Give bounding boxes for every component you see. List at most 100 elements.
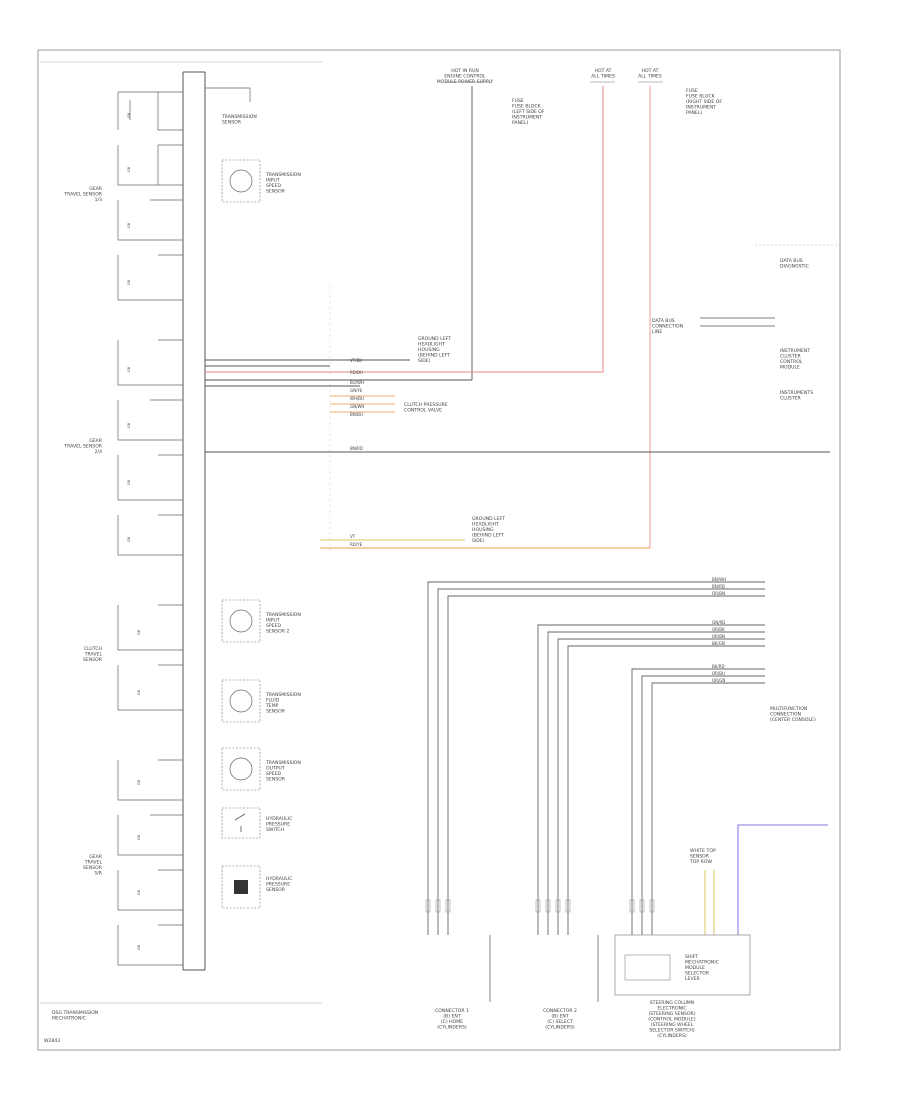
svg-text:G8: G8 bbox=[137, 834, 141, 840]
bus-wire-label: OR/GN bbox=[712, 678, 725, 683]
svg-text:G8: G8 bbox=[127, 166, 131, 172]
svg-text:G8: G8 bbox=[127, 222, 131, 228]
svg-text:G8: G8 bbox=[127, 422, 131, 428]
bus-wire bbox=[557, 638, 765, 935]
bus-wire-label: BK/RD bbox=[712, 664, 725, 669]
svg-text:G8: G8 bbox=[137, 629, 141, 635]
bus-wire bbox=[651, 682, 765, 935]
bus-wire bbox=[641, 675, 765, 935]
bus-wire-connector bbox=[445, 899, 451, 913]
wire-label-0: VT/BK bbox=[350, 358, 362, 363]
bus-wire-connector bbox=[535, 899, 541, 913]
wire-label-5: GN/WH bbox=[350, 404, 364, 409]
bus-wire-connector bbox=[545, 899, 551, 913]
feed-wires bbox=[205, 86, 651, 549]
bus-wire bbox=[631, 668, 765, 935]
bus-wire-label: OR/BK bbox=[712, 627, 725, 632]
diagram-border bbox=[37, 49, 841, 1051]
wire-labels: VT/BK RD/BU BU/WH GN/YE WH/BU GN/WH BN/B… bbox=[350, 358, 364, 547]
bottom-connector-labels: CONNECTOR 1(B) ENT(C) HOME(CYLINDERS) CO… bbox=[435, 935, 696, 1039]
svg-text:G8: G8 bbox=[127, 279, 131, 285]
wire-label-8: VT bbox=[350, 534, 356, 539]
svg-text:G8: G8 bbox=[137, 779, 141, 785]
wire-label-7: BN/RD bbox=[350, 446, 363, 451]
bus-wire-label: BN/WH bbox=[712, 577, 726, 582]
bus-wire-connector bbox=[435, 899, 441, 913]
bus-wire bbox=[447, 595, 765, 935]
mechatronic-housing bbox=[40, 61, 322, 1004]
bus-wire bbox=[547, 631, 765, 935]
bus-wire-label: GN/RD bbox=[712, 620, 725, 625]
svg-text:G8: G8 bbox=[137, 944, 141, 950]
violet-wire bbox=[737, 824, 828, 935]
bus-wire-label: OR/BU bbox=[712, 671, 725, 676]
bus-wire-connector bbox=[629, 899, 635, 913]
svg-text:G8: G8 bbox=[137, 889, 141, 895]
selector-module-box bbox=[614, 934, 751, 996]
wire-label-2: BU/WH bbox=[350, 380, 364, 385]
ladder-tick-labels: G8 G8 G8 G8 G8 G8 G8 G8 G8 G8 G8 G8 G8 G… bbox=[127, 112, 141, 950]
bus-wire-connector bbox=[425, 899, 431, 913]
bus-wire bbox=[437, 588, 765, 935]
wire-label-9: RD/YE bbox=[350, 542, 363, 547]
bus-wire bbox=[567, 645, 765, 935]
bus-wire-label: OR/BN bbox=[712, 591, 725, 596]
connector-a-label: CONNECTOR 1(B) ENT(C) HOME(CYLINDERS) bbox=[435, 1008, 469, 1031]
bus-wire-label: BK/GN bbox=[712, 641, 725, 646]
bus-wire-connector bbox=[555, 899, 561, 913]
figure-code: W2843 bbox=[44, 1038, 60, 1044]
wire-label-4: WH/BU bbox=[350, 396, 364, 401]
bus-wire bbox=[427, 581, 765, 935]
bus-wire-label: BN/RD bbox=[712, 584, 725, 589]
svg-text:G8: G8 bbox=[137, 689, 141, 695]
harness-wires bbox=[205, 359, 830, 541]
svg-text:G8: G8 bbox=[127, 112, 131, 118]
wire-label-1: RD/BU bbox=[350, 370, 363, 375]
bus-wire-bundle: BN/WHBN/RDOR/BNGN/RDOR/BKOR/BNBK/GNBK/RD… bbox=[425, 577, 765, 935]
wire-label-3: GN/YE bbox=[350, 388, 363, 393]
bus-wire-connector bbox=[565, 899, 571, 913]
bus-wire-connector bbox=[639, 899, 645, 913]
left-sensor-ladders bbox=[117, 91, 183, 966]
